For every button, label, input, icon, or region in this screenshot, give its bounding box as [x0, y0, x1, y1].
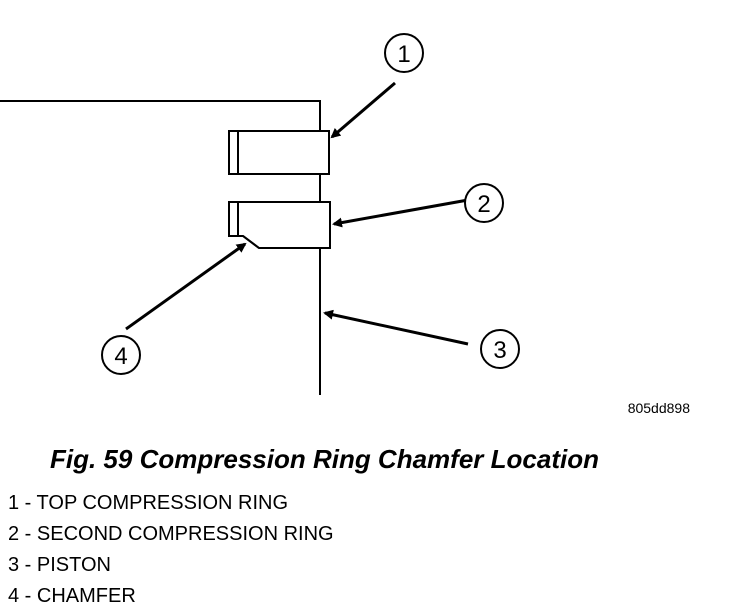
leader-arrow-2 [332, 198, 469, 228]
legend-item: 4 - CHAMFER [8, 585, 136, 607]
callout-3: 3 [480, 329, 520, 369]
callout-2: 2 [464, 183, 504, 223]
legend-list: 1 - TOP COMPRESSION RING 2 - SECOND COMP… [8, 488, 334, 612]
svg-text:3: 3 [493, 337, 506, 364]
chamfer-edge [242, 235, 260, 249]
top-compression-ring [228, 130, 330, 175]
leader-arrow-1 [330, 81, 396, 139]
legend-item: 1 - TOP COMPRESSION RING [8, 492, 289, 514]
second-compression-ring [228, 201, 331, 249]
svg-text:1: 1 [397, 41, 410, 68]
callout-4: 4 [101, 335, 141, 375]
svg-text:4: 4 [114, 343, 127, 370]
callout-1: 1 [384, 33, 424, 73]
leader-arrow-3 [323, 309, 469, 346]
legend-item: 3 - PISTON [8, 554, 111, 576]
figure-caption: Fig. 59 Compression Ring Chamfer Locatio… [50, 444, 599, 474]
figure-code: 805dd898 [628, 400, 691, 416]
legend-item: 2 - SECOND COMPRESSION RING [8, 523, 334, 545]
svg-text:2: 2 [477, 191, 490, 218]
piston-outline [0, 100, 321, 395]
leader-arrow-4 [125, 242, 247, 331]
